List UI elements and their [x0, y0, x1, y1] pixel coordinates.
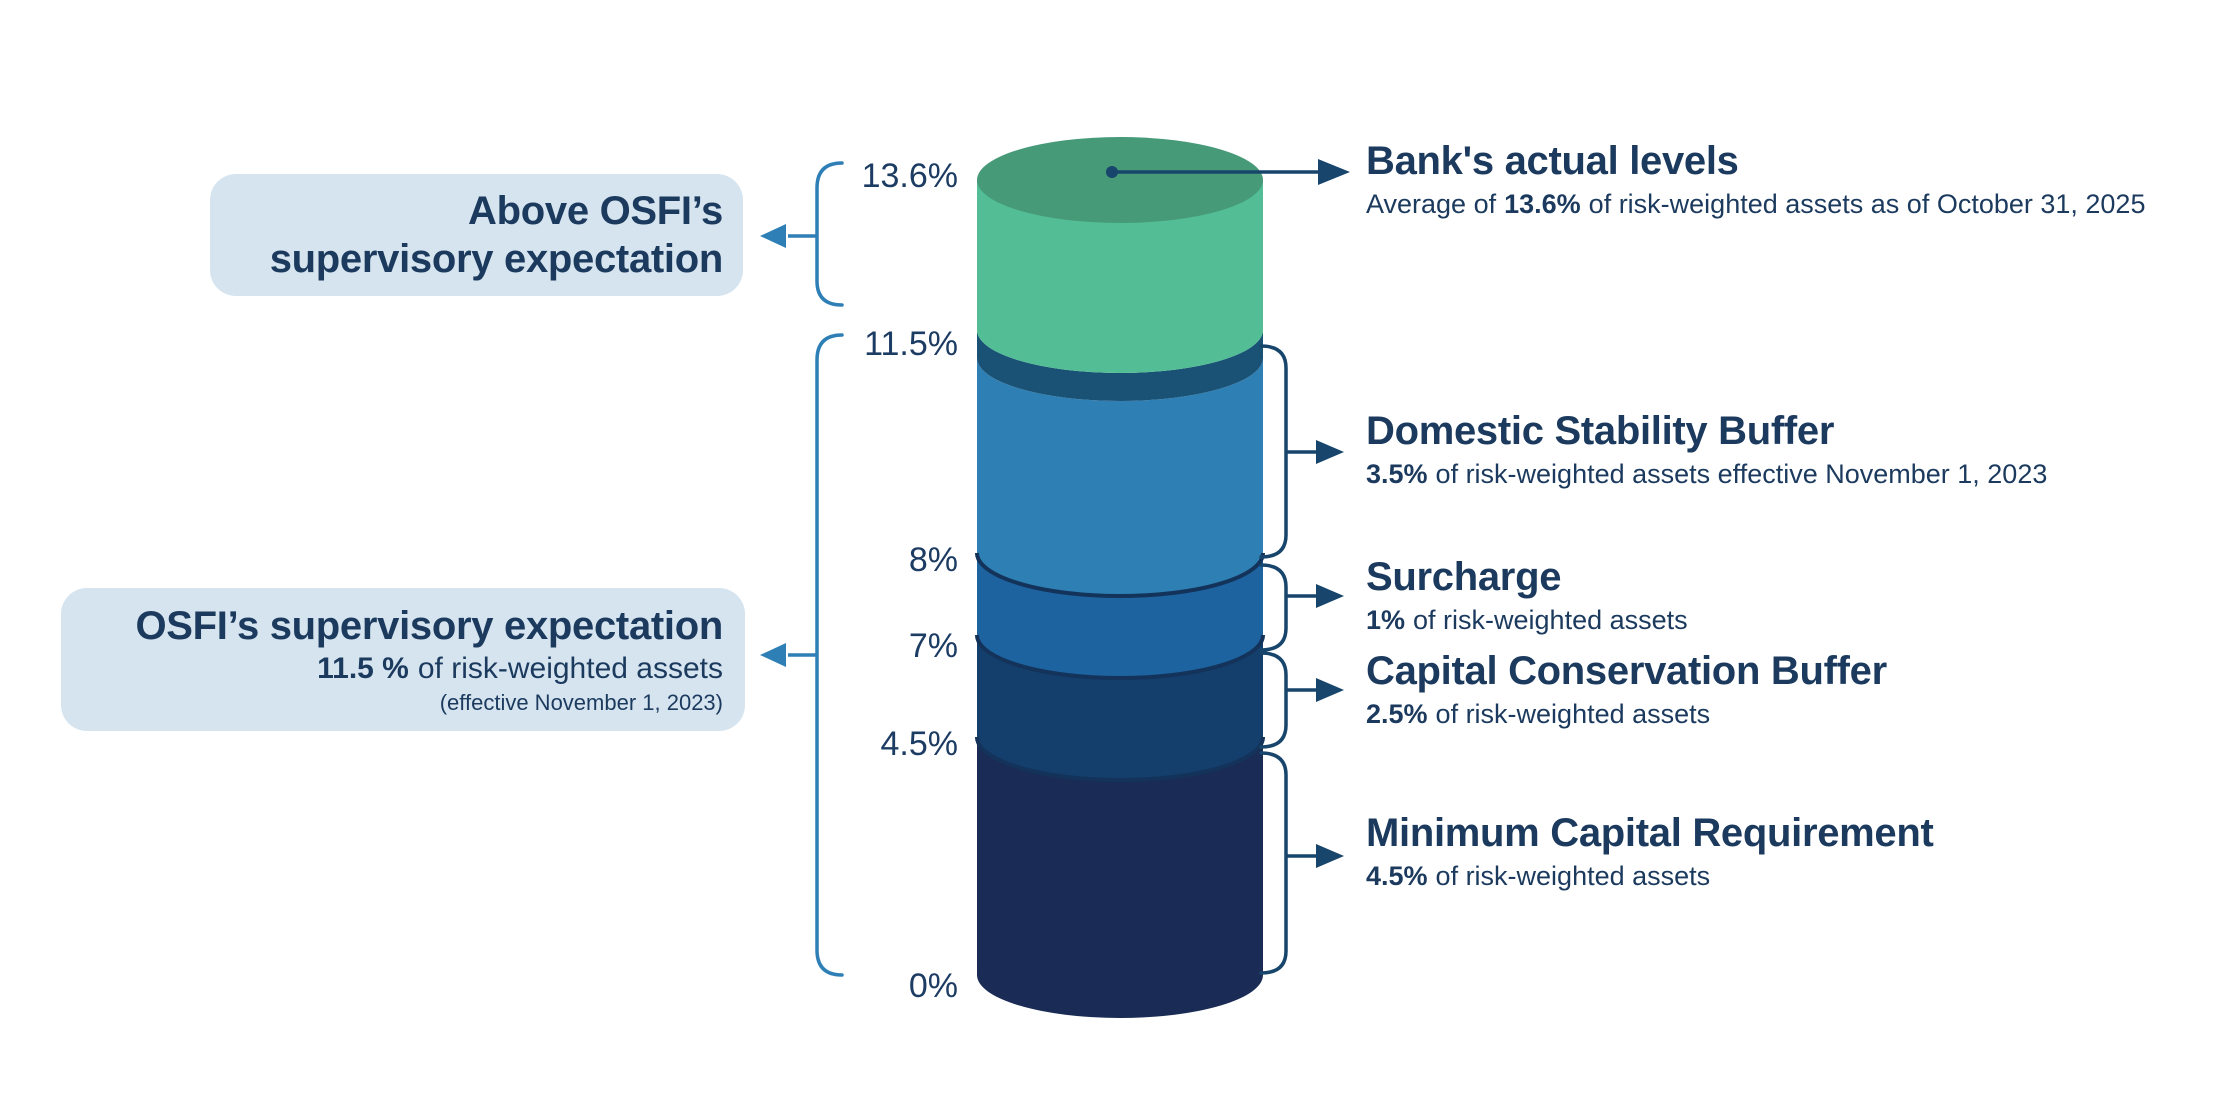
arrow-right-icon	[1316, 678, 1344, 702]
callout-capital-conservation-buffer: Capital Conservation Buffer 2.5%of risk-…	[1366, 648, 1887, 731]
tick-8-pct: 8%	[908, 541, 958, 579]
desc-rest: of risk-weighted assets	[1413, 605, 1688, 635]
bracket-capital-conservation	[1259, 651, 1344, 749]
tick-11-5-pct: 11.5%	[864, 325, 958, 363]
bracket-surcharge	[1259, 563, 1344, 652]
supervisory-expectation-detail: 11.5 %of risk-weighted assets	[317, 651, 723, 687]
segment-actual-body	[977, 180, 1263, 373]
arrow-right-icon	[1316, 844, 1344, 868]
arrow-right-icon	[1318, 159, 1350, 185]
callout-description: 2.5%of risk-weighted assets	[1366, 697, 1887, 731]
callout-box-supervisory-expectation: OSFI’s supervisory expectation 11.5 %of …	[61, 588, 745, 731]
callout-title: Bank's actual levels	[1366, 139, 1739, 183]
tick-13-6-pct: 13.6%	[861, 157, 958, 195]
callout-title: Domestic Stability Buffer	[1366, 409, 1835, 453]
desc-value: 1%	[1366, 605, 1406, 635]
segment-capital-conservation	[977, 635, 1263, 780]
callout-title: Surcharge	[1366, 555, 1562, 599]
arrow-right-icon	[1316, 584, 1344, 608]
supervisory-expectation-note: (effective November 1, 2023)	[439, 689, 723, 715]
boundary-line-8pct	[975, 552, 1265, 598]
bracket-supervisory-expectation	[760, 333, 844, 977]
bracket-minimum-capital	[1259, 751, 1344, 975]
desc-rest: of risk-weighted assets effective Novemb…	[1435, 459, 2048, 489]
above-expectation-line1: Above OSFI’s	[468, 189, 723, 233]
callout-surcharge: Surcharge 1%of risk-weighted assets	[1366, 554, 1688, 637]
above-expectation-line2: supervisory expectation	[269, 237, 724, 281]
boundary-line-7pct	[975, 634, 1265, 680]
callout-title: Minimum Capital Requirement	[1366, 811, 1934, 855]
bracket-curve	[1259, 344, 1288, 559]
desc-rest: of risk-weighted assets as of October 31…	[1588, 189, 2146, 219]
callout-domestic-stability-buffer: Domestic Stability Buffer 3.5%of risk-we…	[1366, 408, 2047, 491]
arrow-right-icon	[1316, 440, 1344, 464]
segment-surcharge	[977, 553, 1263, 678]
bracket-above-expectation	[760, 161, 844, 307]
bracket-curve	[1259, 751, 1288, 975]
callout-description: 3.5%of risk-weighted assets effective No…	[1366, 457, 2047, 491]
desc-value: 3.5%	[1366, 459, 1428, 489]
supervisory-expectation-title: OSFI’s supervisory expectation	[135, 603, 723, 648]
segment-actual-top	[977, 137, 1263, 223]
callout-description: 1%of risk-weighted assets	[1366, 603, 1688, 637]
callout-minimum-capital-requirement: Minimum Capital Requirement 4.5%of risk-…	[1366, 810, 1934, 893]
tick-0-pct: 0%	[908, 967, 958, 1005]
desc-rest: of risk-weighted assets	[1435, 699, 1711, 729]
desc-rest: of risk-weighted assets	[1435, 861, 1711, 891]
arrow-left-icon	[760, 224, 786, 248]
expectation-value-rest: of risk-weighted assets	[417, 651, 723, 685]
desc-lead: Average of	[1366, 189, 1497, 219]
callout-description: 4.5%of risk-weighted assets	[1366, 859, 1934, 893]
expectation-value: 11.5 %	[317, 651, 409, 685]
segment-minimum-capital	[977, 737, 1263, 1018]
segment-domestic-stability	[977, 358, 1263, 596]
bracket-curve	[1259, 563, 1288, 652]
bracket-curve	[1259, 651, 1288, 749]
boundary-line-4-5pct	[975, 736, 1265, 782]
tick-7-pct: 7%	[908, 627, 958, 665]
desc-value: 13.6%	[1504, 189, 1581, 219]
arrow-left-icon	[760, 643, 786, 667]
callout-box-above-expectation: Above OSFI’s supervisory expectation	[210, 174, 743, 296]
callout-title: Capital Conservation Buffer	[1366, 649, 1887, 693]
desc-value: 2.5%	[1366, 699, 1428, 729]
stack-top-rim	[977, 330, 1263, 401]
bracket-domestic-stability	[1259, 344, 1344, 559]
desc-value: 4.5%	[1366, 861, 1428, 891]
tick-4-5-pct: 4.5%	[880, 725, 959, 763]
bank-actual-leader	[1106, 159, 1350, 185]
